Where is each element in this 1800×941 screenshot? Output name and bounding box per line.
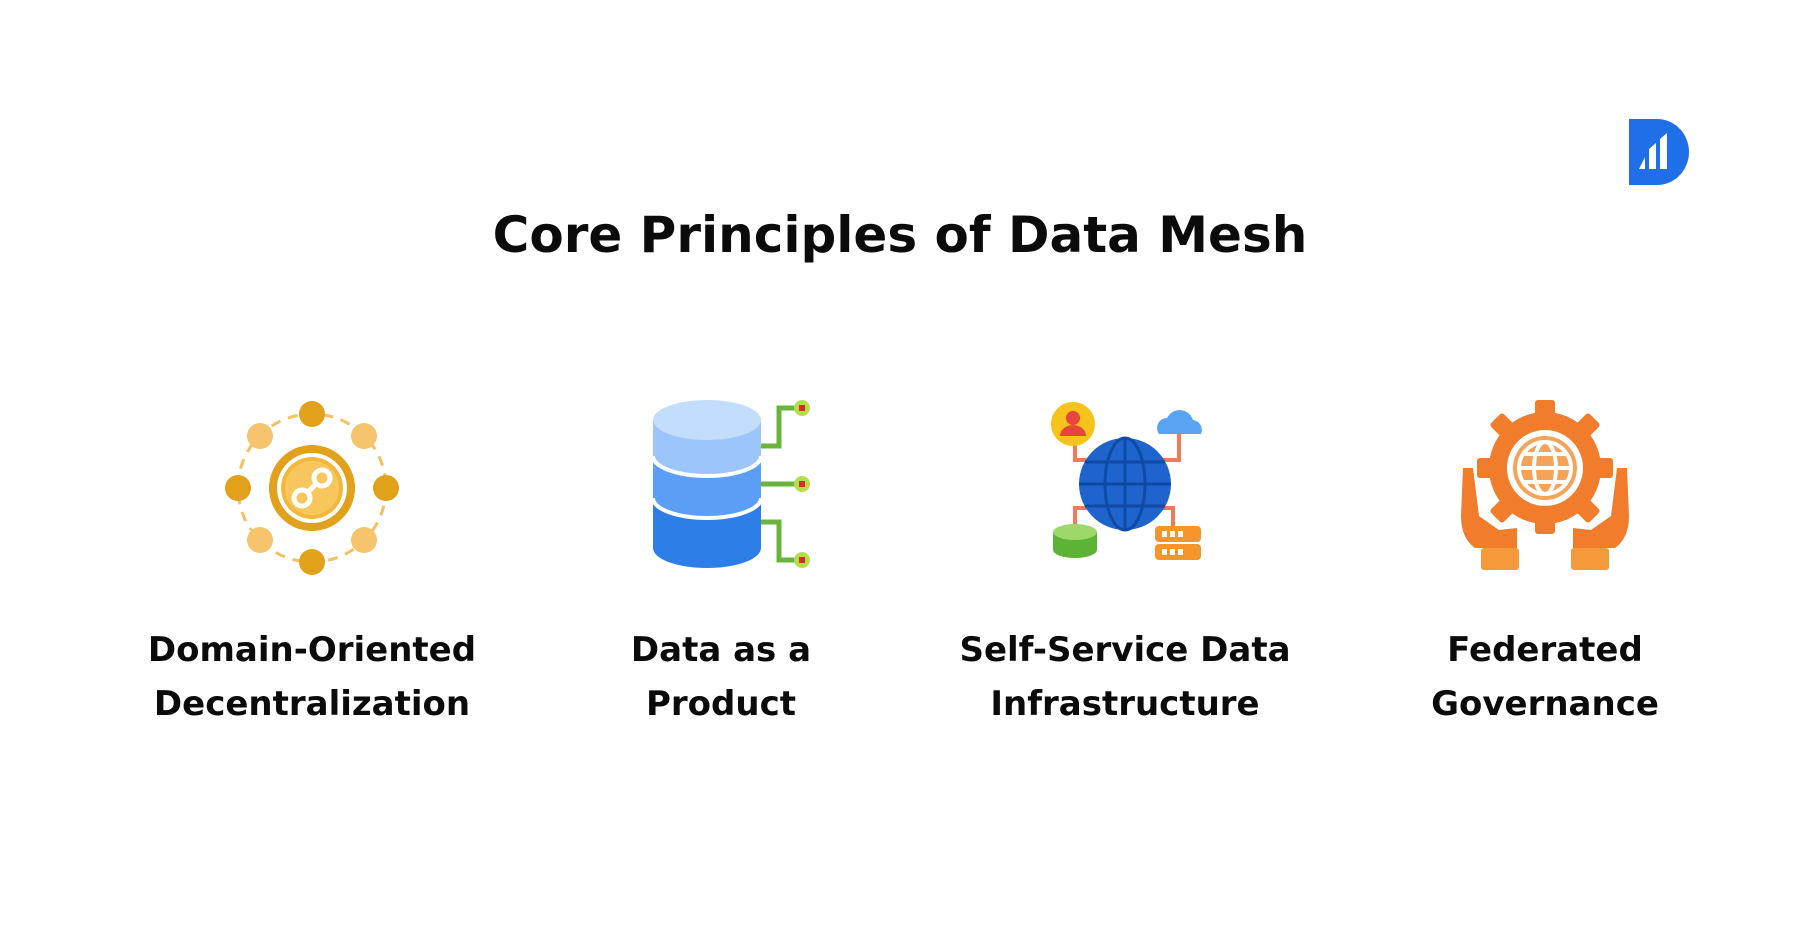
principle-data-product: Data as a Product — [501, 398, 941, 738]
principle-label-line2: Governance — [1431, 684, 1659, 724]
principle-label-line2: Infrastructure — [990, 684, 1260, 724]
principle-label-line1: Federated — [1447, 630, 1643, 670]
principle-label-line2: Product — [646, 684, 796, 724]
principle-domain-oriented: Domain-Oriented Decentralization — [92, 398, 532, 738]
database-product-icon — [651, 400, 810, 568]
hub-network-icon — [225, 401, 399, 575]
globe-infrastructure-icon — [1051, 402, 1202, 560]
brand-logo-icon — [1629, 119, 1689, 185]
hands-gear-globe-icon — [1461, 400, 1629, 570]
principle-label-line1: Data as a — [630, 630, 812, 670]
page-title: Core Principles of Data Mesh — [492, 206, 1308, 264]
principle-self-service: Self-Service Data Infrastructure — [905, 398, 1345, 738]
principle-label-line2: Decentralization — [153, 684, 471, 724]
principle-label-line1: Domain-Oriented — [147, 630, 477, 670]
principle-label-line1: Self-Service Data — [959, 630, 1291, 670]
principle-federated-governance: Federated Governance — [1325, 398, 1765, 738]
